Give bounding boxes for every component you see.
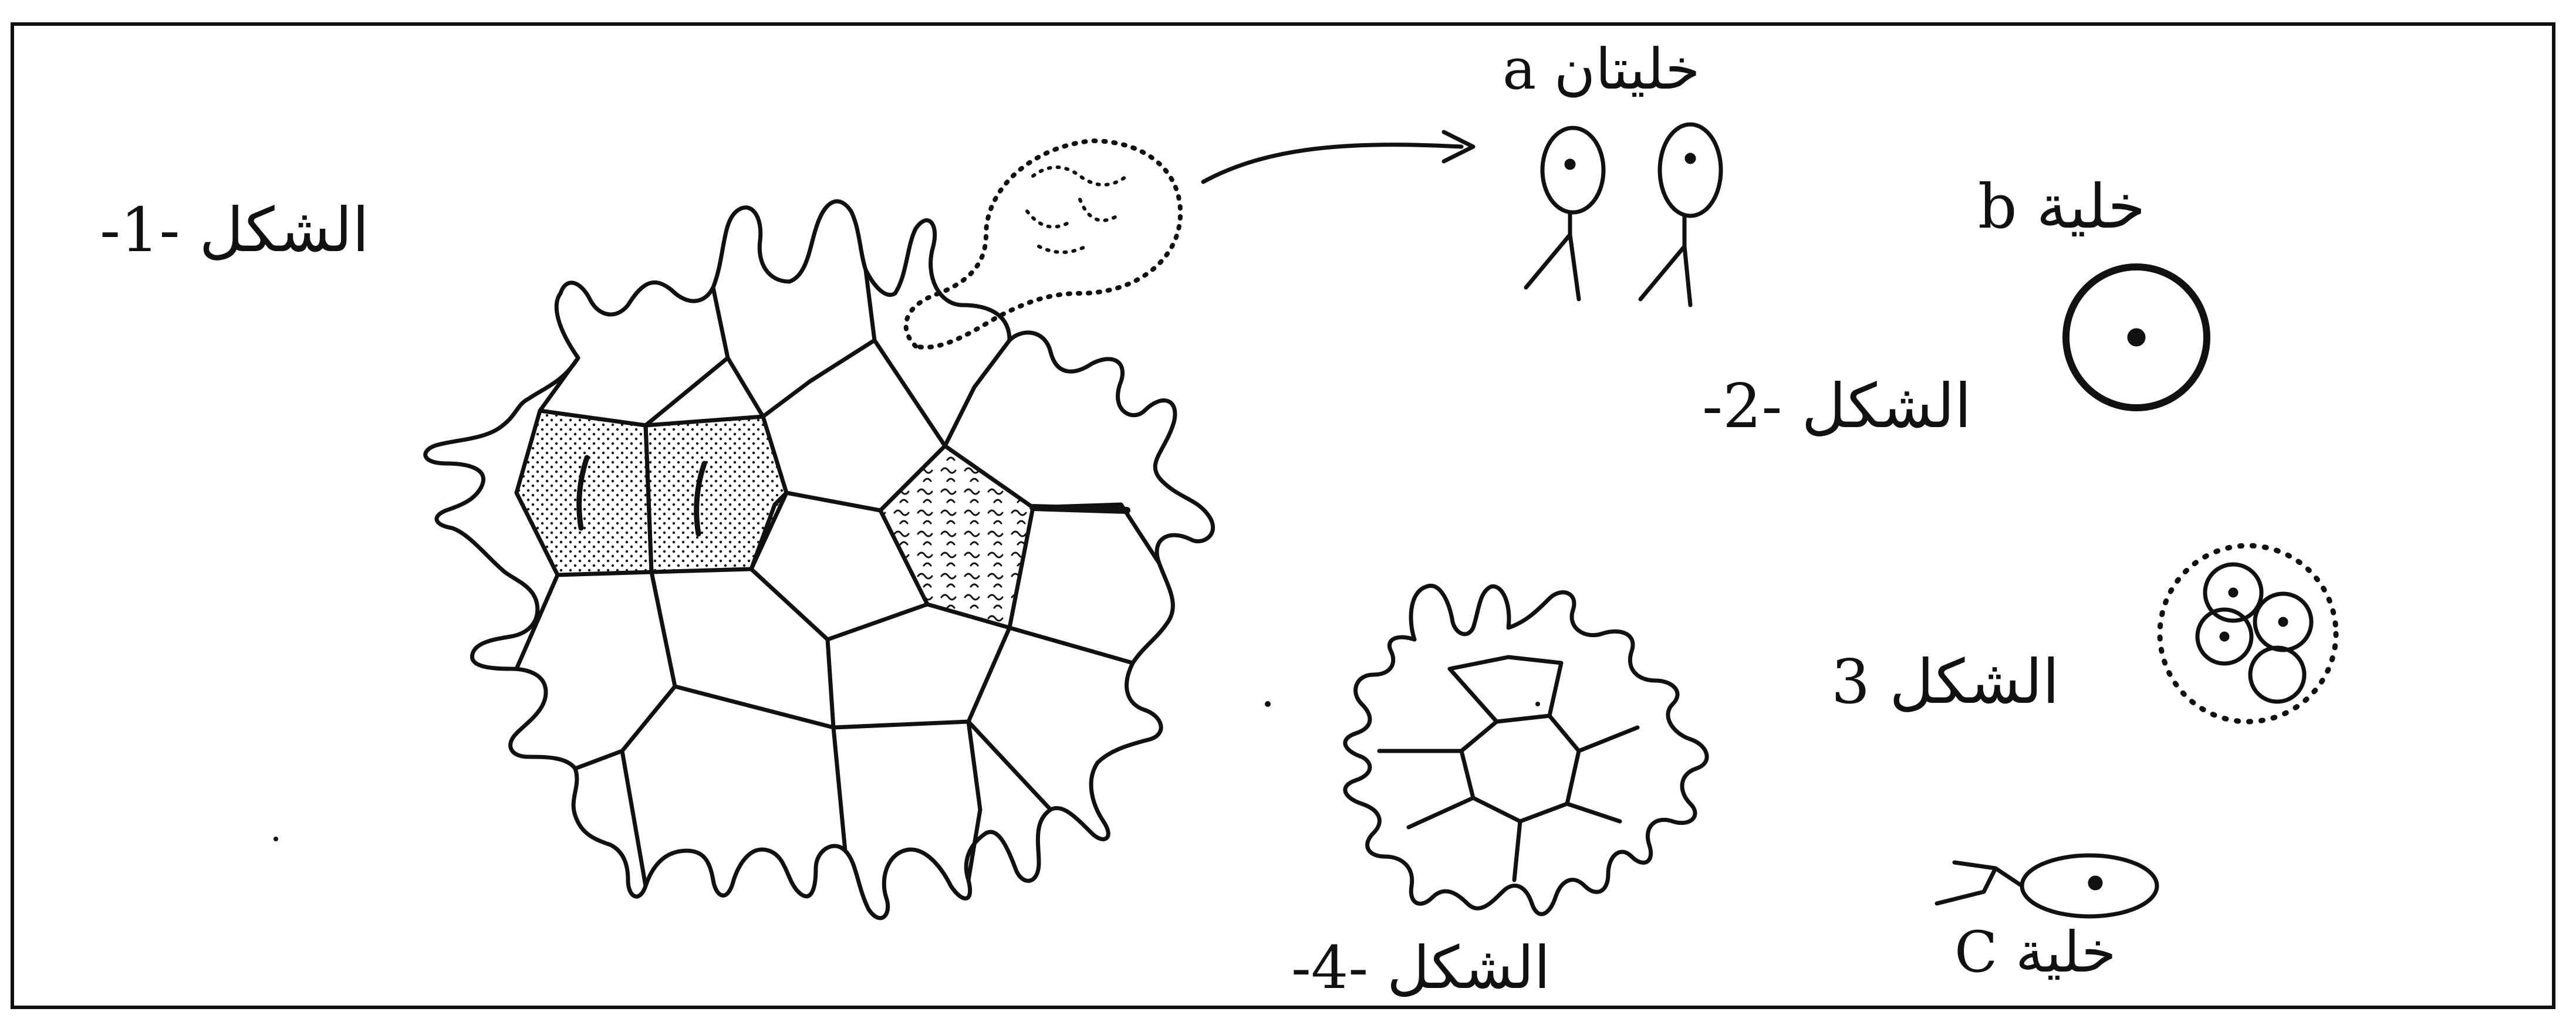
figure1-cell-wall [763,270,875,417]
figure3-label: الشكل 3 [1831,651,2060,712]
arrow [1203,145,1461,182]
cell-b-label: خلية b [1978,176,2146,237]
cell-b [2066,267,2207,408]
figure1-dotted-cell-middle [646,417,786,572]
cells-a-label: خليتان a [1503,41,1700,97]
figure1-cell-wall [786,493,880,510]
figure1-cell-wall [875,340,945,446]
figure4-colony [1345,586,1707,914]
figure1-wavy-cell [880,446,1033,628]
figure3-cluster [2160,546,2336,722]
figure2-label: الشكل -2- [1702,375,1971,436]
cell-c [1937,855,2157,916]
figure1-colony [426,141,1213,918]
figure1-cell-wall [713,287,763,417]
figure1-cell-wall [646,358,728,425]
figure1-outer-outline [426,201,1213,918]
figure1-cell-wall [1033,507,1127,510]
figure1-cell-wall [945,340,1010,446]
figure4-center-cell [1461,716,1579,821]
figure1-cell-wall [516,575,558,669]
figure1-vesicle-cells [1027,167,1127,252]
figure4-label: الشكل -4- [1291,939,1550,997]
figure1-cell-wall [1010,628,1133,663]
figure4-cell-wall [1379,657,1638,880]
figure1-cell-wall [833,727,845,851]
figure1-label: الشكل -1- [100,199,369,260]
cells-a [1526,124,1721,305]
figure1-cell-wall [1033,505,1159,563]
figure1-cell-wall [651,572,833,727]
figure1-cell-wall [968,722,980,880]
cell-c-label: خلية C [1954,924,2116,980]
figure1-cell-wall [540,358,578,411]
figure1-dotted-cell-left [516,411,651,575]
figure1-cell-wall [828,639,968,727]
figure1-cell-wall [968,628,1051,810]
